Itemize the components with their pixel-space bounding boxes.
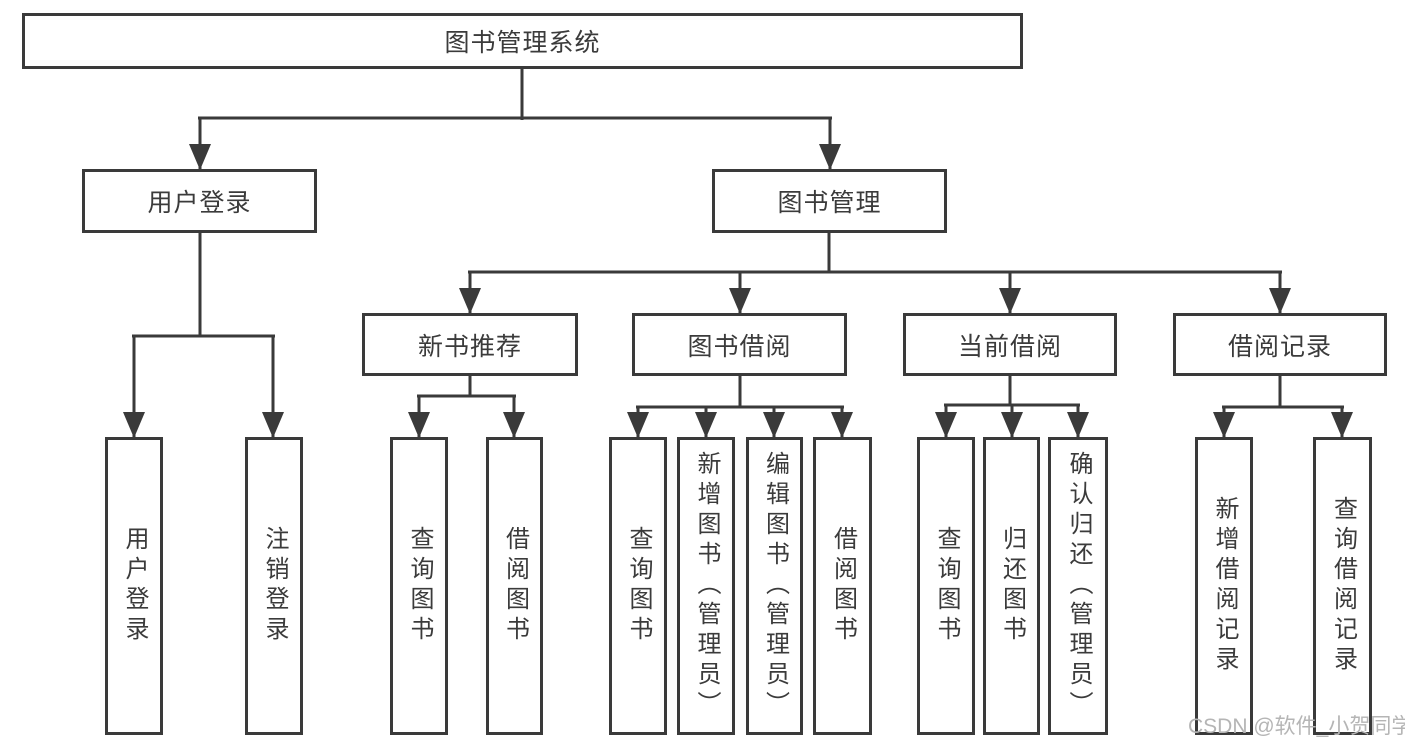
node-user-login: 用户登录 xyxy=(82,169,317,233)
leaf-confirm-return-admin: 确认归还（管理员） xyxy=(1048,437,1108,735)
node-new-book-recommend: 新书推荐 xyxy=(362,313,578,376)
node-book-management-label: 图书管理 xyxy=(777,189,882,217)
leaf-recommend-search-book: 查询图书 xyxy=(390,437,448,735)
connector-book-management-split xyxy=(459,233,1291,314)
node-borrow-record: 借阅记录 xyxy=(1173,313,1387,376)
leaf-recommend-borrow-book: 借阅图书 xyxy=(486,437,543,735)
connector-new-book-split xyxy=(408,376,525,438)
arrow-down-icon xyxy=(819,144,841,170)
leaf-recommend-search-book-label: 查询图书 xyxy=(406,526,433,646)
leaf-user-login: 用户登录 xyxy=(105,437,163,735)
leaf-search-borrow-record: 查询借阅记录 xyxy=(1313,437,1372,735)
leaf-confirm-return-admin-label: 确认归还（管理员） xyxy=(1065,451,1092,721)
arrow-down-icon xyxy=(763,412,785,438)
node-book-borrow: 图书借阅 xyxy=(632,313,847,376)
node-new-book-recommend-label: 新书推荐 xyxy=(417,332,522,361)
leaf-return-book-label: 归还图书 xyxy=(998,526,1026,646)
arrow-down-icon xyxy=(1001,412,1023,438)
arrow-down-icon xyxy=(1067,412,1089,438)
arrow-down-icon xyxy=(1331,412,1353,438)
leaf-add-book-admin-label: 新增图书（管理员） xyxy=(693,451,720,721)
leaf-search-borrow-record-label: 查询借阅记录 xyxy=(1329,496,1357,676)
leaf-borrow-search-book: 查询图书 xyxy=(609,437,667,735)
arrow-down-icon xyxy=(503,412,525,438)
arrow-down-icon xyxy=(999,288,1021,314)
connector-root-split xyxy=(189,69,841,170)
node-current-borrow-label: 当前借阅 xyxy=(957,332,1062,361)
arrow-down-icon xyxy=(729,288,751,314)
node-root-label: 图书管理系统 xyxy=(444,29,601,57)
node-book-management: 图书管理 xyxy=(712,169,947,233)
leaf-return-book: 归还图书 xyxy=(983,437,1040,735)
arrow-down-icon xyxy=(1269,288,1291,314)
leaf-borrow-book: 借阅图书 xyxy=(813,437,872,735)
leaf-logout: 注销登录 xyxy=(245,437,303,735)
leaf-borrow-search-book-label: 查询图书 xyxy=(625,526,652,646)
leaf-current-search-book-label: 查询图书 xyxy=(933,526,960,646)
arrow-down-icon xyxy=(262,412,284,438)
leaf-user-login-label: 用户登录 xyxy=(121,526,148,646)
arrow-down-icon xyxy=(627,412,649,438)
leaf-edit-book-admin: 编辑图书（管理员） xyxy=(746,437,803,735)
connector-user-login-split xyxy=(123,233,284,438)
arrow-down-icon xyxy=(1213,412,1235,438)
leaf-edit-book-admin-label: 编辑图书（管理员） xyxy=(761,451,789,721)
arrow-down-icon xyxy=(831,412,853,438)
arrow-down-icon xyxy=(123,412,145,438)
leaf-logout-label: 注销登录 xyxy=(261,526,288,646)
node-root-system: 图书管理系统 xyxy=(22,13,1023,69)
leaf-add-borrow-record: 新增借阅记录 xyxy=(1195,437,1253,735)
arrow-down-icon xyxy=(459,288,481,314)
node-borrow-record-label: 借阅记录 xyxy=(1227,332,1332,361)
connector-current-borrow-split xyxy=(935,376,1089,438)
connector-borrow-record-split xyxy=(1213,376,1353,438)
node-current-borrow: 当前借阅 xyxy=(903,313,1117,376)
leaf-recommend-borrow-book-label: 借阅图书 xyxy=(501,526,529,646)
leaf-add-book-admin: 新增图书（管理员） xyxy=(677,437,735,735)
node-user-login-label: 用户登录 xyxy=(147,189,252,217)
csdn-watermark: CSDN @软件_小贺同学 xyxy=(1188,715,1405,738)
arrow-down-icon xyxy=(935,412,957,438)
leaf-current-search-book: 查询图书 xyxy=(917,437,975,735)
arrow-down-icon xyxy=(408,412,430,438)
arrow-down-icon xyxy=(695,412,717,438)
leaf-add-borrow-record-label: 新增借阅记录 xyxy=(1211,496,1238,676)
node-book-borrow-label: 图书借阅 xyxy=(687,332,792,361)
leaf-borrow-book-label: 借阅图书 xyxy=(829,526,857,646)
connector-book-borrow-split xyxy=(627,376,853,438)
arrow-down-icon xyxy=(189,144,211,170)
